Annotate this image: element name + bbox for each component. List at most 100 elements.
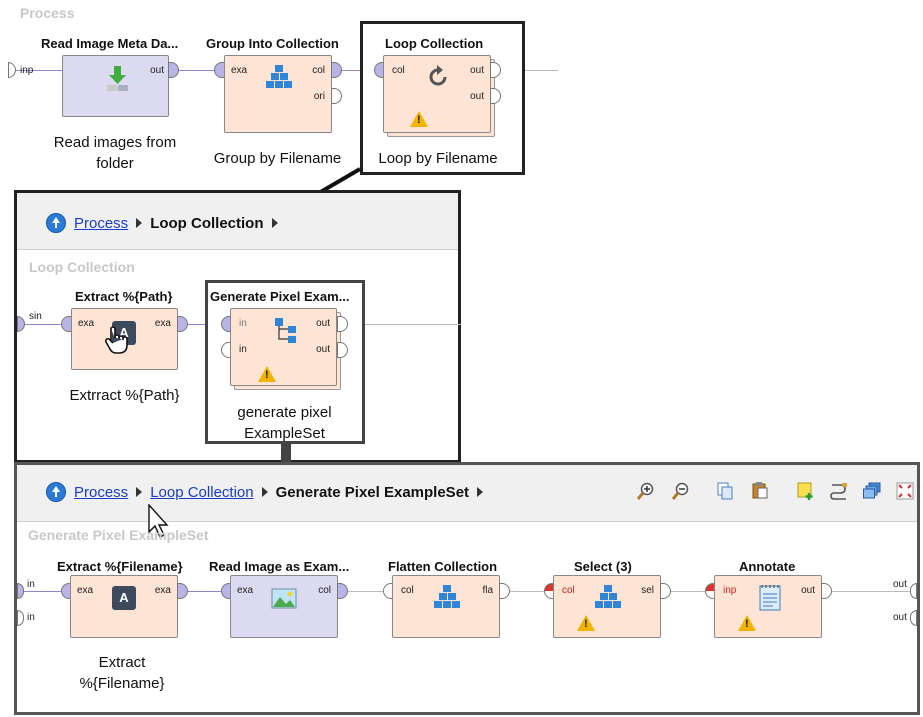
up-arrow-icon[interactable] (46, 213, 66, 233)
port-label: fla (482, 585, 493, 596)
process-in-port-1[interactable] (17, 583, 24, 599)
cubes-icon (434, 585, 460, 608)
text-a-icon: A (112, 586, 136, 610)
wire (500, 591, 550, 592)
caption-line: folder (96, 155, 134, 172)
add-note-icon[interactable] (797, 482, 815, 500)
port-label: sel (641, 585, 654, 596)
wire (500, 70, 558, 71)
process-out-port-1[interactable] (910, 583, 917, 599)
port-label: col (401, 585, 414, 596)
extract-path-caption: Extrract %{Path} (69, 387, 180, 404)
loop-section-label: Loop Collection (29, 259, 135, 275)
select-out-port[interactable] (660, 583, 671, 599)
in-label: in (27, 579, 35, 590)
breadcrumb: Process Loop Collection (46, 213, 286, 233)
group-col-port[interactable] (331, 62, 342, 78)
download-icon (107, 66, 128, 91)
read-images-out-port[interactable] (168, 62, 179, 78)
group-title: Group Into Collection (206, 36, 339, 51)
notepad-icon (759, 585, 781, 611)
port-label: out (316, 318, 330, 329)
layers-icon[interactable] (863, 482, 881, 500)
annotate-title: Annotate (739, 559, 796, 574)
caption-line: Extract (98, 654, 146, 671)
extract-filename-out-port[interactable] (177, 583, 188, 599)
extract-path-title: Extract %{Path} (75, 289, 173, 304)
read-image-title: Read Image as Exam... (209, 559, 350, 574)
process-in-port-2[interactable] (17, 610, 24, 626)
extract-path-operator[interactable]: exa exa A (71, 308, 178, 370)
flatten-out-port[interactable] (499, 583, 510, 599)
breadcrumb: Process Loop Collection Generate Pixel E… (46, 482, 491, 502)
read-images-operator[interactable]: out (62, 55, 169, 117)
annotate-out-port[interactable] (821, 583, 832, 599)
wire (177, 324, 223, 325)
loop-title: Loop Collection (385, 36, 484, 51)
inp-label: inp (20, 65, 34, 76)
generate-section-label: Generate Pixel ExampleSet (28, 527, 209, 543)
caption-line: ExampleSet (244, 425, 325, 442)
out-label: out (893, 579, 907, 590)
group-operator[interactable]: exa col ori (224, 55, 332, 133)
breadcrumb-separator-icon (136, 487, 143, 497)
warning-icon (577, 615, 595, 631)
port-label: in (239, 344, 247, 355)
generate-out-port-1[interactable] (337, 316, 348, 332)
loop-out-port-1[interactable] (490, 62, 501, 78)
flatten-operator[interactable]: col fla (392, 575, 500, 638)
breadcrumb-separator-icon (271, 218, 278, 228)
generate-operator[interactable]: in in out out (230, 308, 337, 386)
select-operator[interactable]: col sel (553, 575, 661, 638)
fit-icon[interactable] (896, 482, 914, 500)
read-image-out-port[interactable] (337, 583, 348, 599)
read-image-operator[interactable]: exa col (230, 575, 338, 638)
extract-path-out-port[interactable] (177, 316, 188, 332)
wire (178, 70, 224, 71)
breadcrumb-loop-link[interactable]: Loop Collection (150, 483, 254, 501)
breadcrumb-process-link[interactable]: Process (74, 483, 129, 501)
loop-out-port-2[interactable] (490, 88, 501, 104)
breadcrumb-process-link[interactable]: Process (74, 214, 129, 232)
cubes-icon (266, 65, 292, 88)
tree-icon (275, 318, 296, 343)
select-title: Select (3) (574, 559, 632, 574)
port-label: out (801, 585, 815, 596)
sin-port[interactable] (17, 316, 25, 332)
process-out-port-2[interactable] (910, 610, 917, 626)
port-label: col (392, 65, 405, 76)
port-label: inp (723, 585, 737, 596)
group-ori-port[interactable] (331, 88, 342, 104)
zoom-in-icon[interactable] (637, 482, 655, 500)
breadcrumb-separator-icon (477, 487, 484, 497)
paste-icon[interactable] (751, 481, 769, 499)
wire-icon[interactable] (830, 482, 848, 500)
copy-icon[interactable] (716, 482, 734, 500)
up-arrow-icon[interactable] (46, 482, 66, 502)
breadcrumb-current: Loop Collection (150, 214, 264, 232)
wire (17, 591, 67, 592)
warning-icon (258, 366, 276, 382)
port-label: out (150, 65, 164, 76)
arrow-cursor-icon (148, 504, 169, 538)
breadcrumb-bar (17, 193, 458, 250)
extract-filename-operator[interactable]: exa exa A (70, 575, 178, 638)
wire (345, 324, 461, 325)
zoom-out-icon[interactable] (672, 482, 690, 500)
generate-out-port-2[interactable] (337, 342, 348, 358)
extract-filename-title: Extract %{Filename} (57, 559, 183, 574)
wire (177, 591, 227, 592)
wire (660, 591, 710, 592)
loop-operator[interactable]: col out out (383, 55, 491, 133)
annotate-operator[interactable]: inp out (714, 575, 822, 638)
process-input-port[interactable] (8, 62, 16, 78)
port-label: exa (154, 585, 171, 596)
port-label: out (470, 65, 484, 76)
port-label: out (316, 344, 330, 355)
port-label: exa (154, 318, 171, 329)
port-label: exa (78, 318, 95, 329)
refresh-icon (429, 65, 447, 86)
breadcrumb-current: Generate Pixel ExampleSet (275, 483, 470, 501)
port-label: col (312, 65, 325, 76)
port-label: col (318, 585, 331, 596)
